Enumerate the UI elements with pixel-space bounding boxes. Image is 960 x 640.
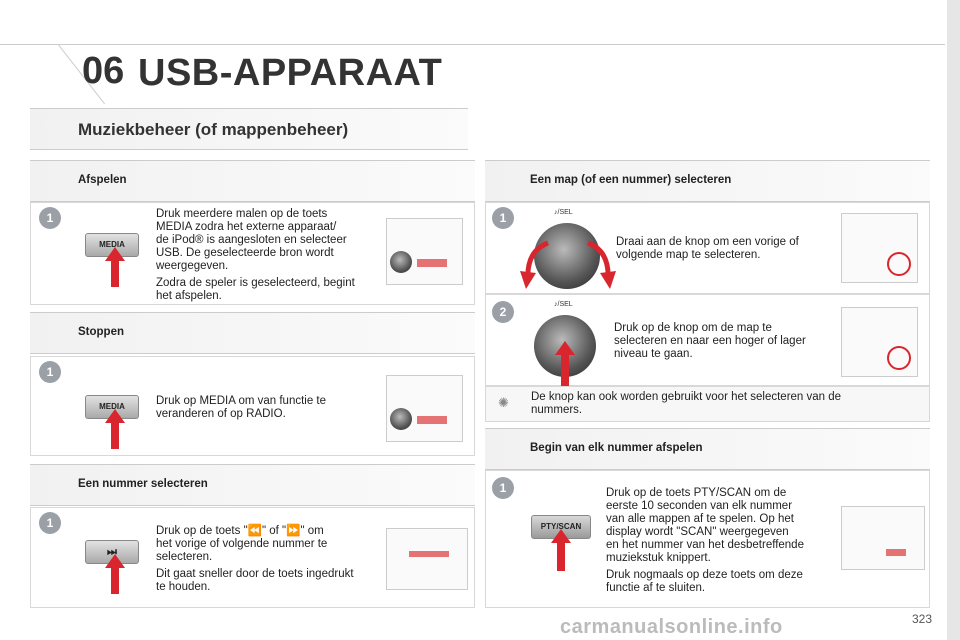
side-tab (947, 0, 960, 640)
media-highlight (417, 416, 447, 424)
page-number: 323 (911, 612, 932, 626)
press-arrow-icon (105, 409, 125, 449)
radio-panel-illustration (841, 506, 925, 570)
select-knob (534, 223, 600, 289)
step-badge: 2 (492, 301, 514, 323)
radio-panel-illustration (386, 218, 463, 285)
section-title: Muziekbeheer (of mappenbeheer) (78, 120, 349, 139)
knob-label: ♪/SEL (554, 301, 573, 308)
begin-header-band (485, 428, 930, 470)
begin-panel: 1 PTY/SCAN Druk op de toets PTY/SCAN om … (485, 470, 930, 608)
watermark: carmanualsonline.info (560, 616, 783, 638)
next-track-button: ⏭ (85, 540, 139, 564)
step-badge: 1 (39, 207, 61, 229)
radio-panel-illustration (841, 307, 918, 377)
afspelen-header: Afspelen (78, 174, 127, 186)
knob-illustration (390, 408, 412, 430)
step-badge: 1 (492, 207, 514, 229)
press-arrow-icon (105, 554, 125, 594)
chapter-title: USB-APPARAAT (138, 52, 443, 94)
knob-highlight (887, 346, 911, 370)
info-sun-icon: ✺ (498, 395, 509, 410)
radio-panel-illustration (841, 213, 918, 283)
map-header-band (485, 160, 930, 202)
knob-highlight (887, 252, 911, 276)
stoppen-header: Stoppen (78, 326, 124, 338)
tip-text: De knop kan ook worden gebruikt voor het… (531, 391, 842, 416)
press-arrow-icon (105, 247, 125, 287)
radio-panel-illustration (386, 375, 463, 442)
section-title-band (30, 108, 468, 150)
knob-illustration (390, 251, 412, 273)
rotate-arrows-icon (520, 240, 616, 289)
afspelen-header-band (30, 160, 475, 202)
begin-header: Begin van elk nummer afspelen (530, 442, 703, 454)
tip-panel: ✺ De knop kan ook worden gebruikt voor h… (485, 386, 930, 422)
nummer-header: Een nummer selecteren (78, 478, 208, 490)
media-highlight (417, 259, 447, 267)
header-rule (0, 44, 945, 45)
step-badge: 1 (39, 361, 61, 383)
step-badge: 1 (492, 477, 514, 499)
press-arrow-icon (555, 341, 575, 387)
pty-scan-highlight (886, 549, 906, 556)
map-header: Een map (of een nummer) selecteren (530, 174, 732, 186)
stoppen-header-band (30, 312, 475, 354)
nummer-header-band (30, 464, 475, 506)
step-badge: 1 (39, 512, 61, 534)
chapter-number: 06 (82, 50, 125, 92)
knob-label: ♪/SEL (554, 209, 573, 216)
track-buttons-highlight (409, 551, 449, 557)
map-step1-panel: 1 ♪/SEL Draai aan de knop om een vorige … (485, 202, 930, 294)
press-arrow-icon (551, 529, 571, 571)
radio-panel-illustration (386, 528, 468, 590)
